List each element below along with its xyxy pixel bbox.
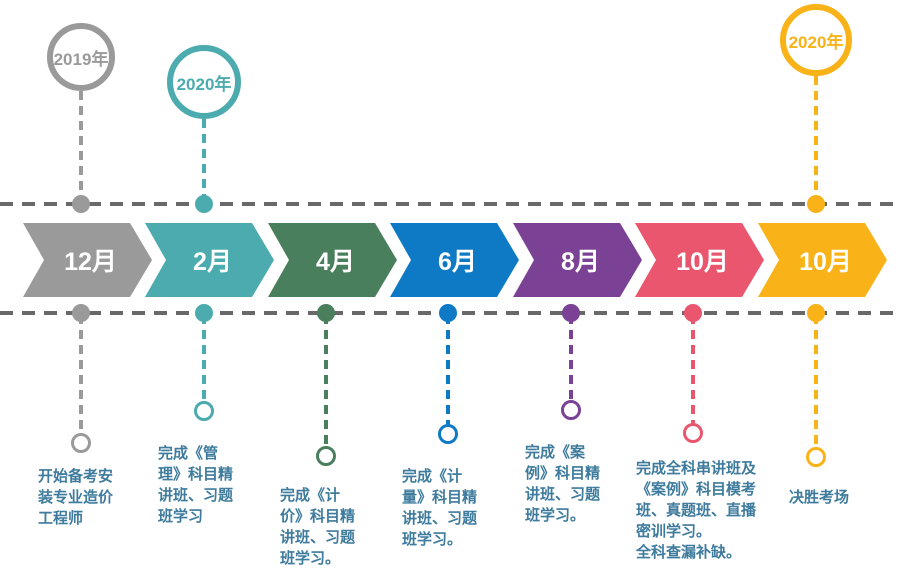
milestone-connector-line bbox=[569, 315, 573, 400]
milestone-description: 完成《计 价》科目精 讲班、习题 班学习。 bbox=[280, 487, 356, 567]
milestone-connector-line bbox=[814, 315, 818, 447]
milestone-description: 完成《计 量》科目精 讲班、习题 班学习。 bbox=[402, 468, 478, 548]
track-node-dot bbox=[195, 195, 213, 213]
month-chevron-12: 12月 bbox=[23, 223, 152, 297]
track-node-dot bbox=[72, 195, 90, 213]
month-chevron-10b: 10月 bbox=[758, 223, 887, 297]
month-label: 10月 bbox=[799, 248, 852, 276]
year-badge-2020-late: 2020年 bbox=[780, 4, 852, 76]
month-chevron-8: 8月 bbox=[513, 223, 642, 297]
milestone-connector-line bbox=[446, 315, 450, 424]
track-node-dot bbox=[72, 304, 90, 322]
year-label: 2019年 bbox=[53, 49, 109, 69]
month-label: 10月 bbox=[676, 248, 729, 276]
milestone-marker-ring bbox=[316, 446, 336, 466]
year-badge-2019: 2019年 bbox=[47, 23, 115, 91]
month-label: 2月 bbox=[193, 248, 232, 276]
milestone-marker-ring bbox=[806, 447, 826, 467]
month-chevron-2: 2月 bbox=[145, 223, 274, 297]
track-node-dot bbox=[195, 304, 213, 322]
track-node-dot bbox=[317, 304, 335, 322]
track-node-dot bbox=[684, 304, 702, 322]
timeline-upper-track bbox=[0, 202, 901, 206]
month-label: 8月 bbox=[561, 248, 600, 276]
track-node-dot bbox=[562, 304, 580, 322]
month-label: 4月 bbox=[316, 248, 355, 276]
milestone-marker-ring bbox=[683, 423, 703, 443]
milestone-connector-line bbox=[691, 315, 695, 423]
milestone-description: 决胜考场 bbox=[789, 489, 850, 506]
track-node-dot bbox=[807, 304, 825, 322]
year-connector-line bbox=[202, 119, 206, 201]
milestone-description: 完成《案 例》科目精 讲班、习题 班学习。 bbox=[525, 444, 601, 524]
track-node-dot bbox=[807, 195, 825, 213]
milestone-description: 完成全科串讲班及 《案例》科目模考 班、真题班、直播 密训学习。 全科查漏补缺。 bbox=[636, 460, 757, 561]
year-label: 2020年 bbox=[788, 32, 844, 52]
month-label: 12月 bbox=[64, 248, 117, 276]
year-connector-line bbox=[79, 91, 83, 201]
month-label: 6月 bbox=[438, 248, 477, 276]
milestone-connector-line bbox=[202, 315, 206, 401]
milestone-description: 开始备考安 装专业造价 工程师 bbox=[38, 468, 114, 527]
milestone-marker-ring bbox=[194, 401, 214, 421]
milestone-marker-ring bbox=[561, 400, 581, 420]
month-chevron-10a: 10月 bbox=[635, 223, 764, 297]
milestone-connector-line bbox=[79, 315, 83, 433]
year-badge-2020-early: 2020年 bbox=[167, 45, 241, 119]
milestone-connector-line bbox=[324, 315, 328, 446]
year-label: 2020年 bbox=[176, 74, 232, 94]
track-node-dot bbox=[439, 304, 457, 322]
month-chevron-4: 4月 bbox=[268, 223, 397, 297]
milestone-description: 完成《管 理》科目精 讲班、习题 班学习 bbox=[158, 445, 234, 525]
milestone-marker-ring bbox=[438, 424, 458, 444]
month-chevron-6: 6月 bbox=[390, 223, 519, 297]
milestone-marker-ring bbox=[71, 433, 91, 453]
year-connector-line bbox=[814, 76, 818, 201]
